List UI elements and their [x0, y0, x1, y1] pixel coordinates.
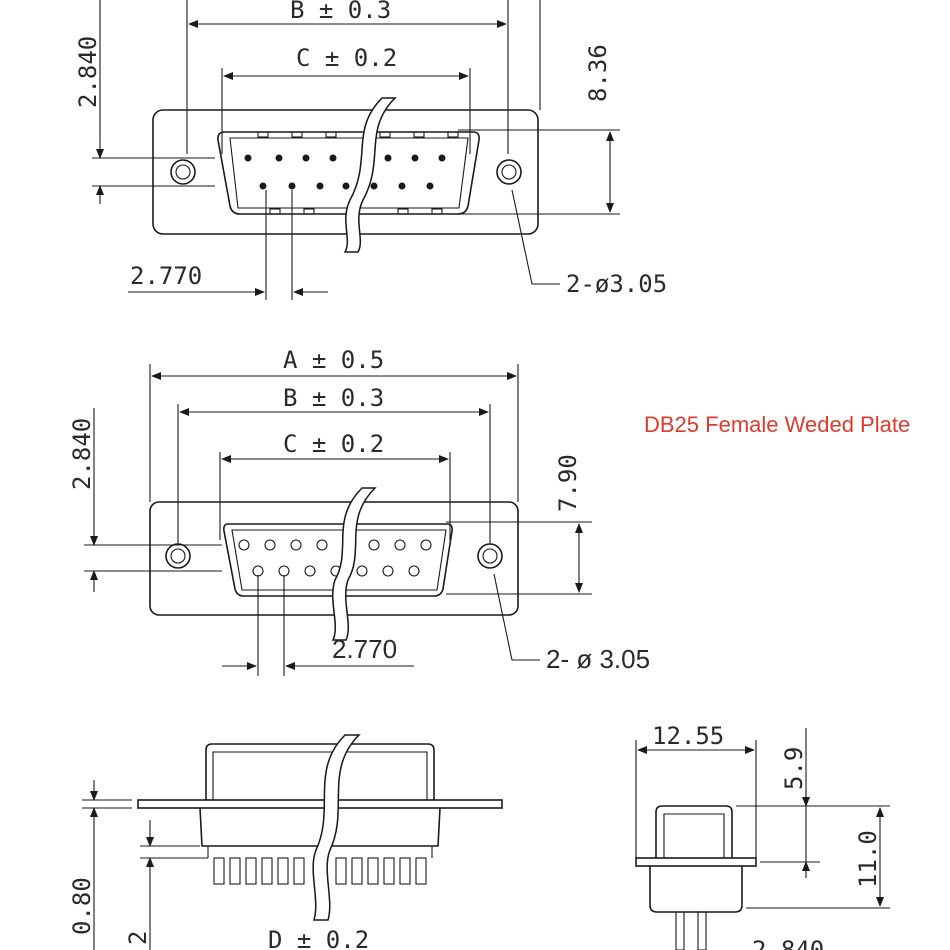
- view3-dimensions: 0.80 2 D ± 0.2: [68, 780, 369, 950]
- view2-hole-dim: 2- ø 3.05: [546, 644, 650, 674]
- view2-dimensions: A ± 0.5 B ± 0.3 C ± 0.2 7.90 2.840 2.770…: [68, 346, 650, 676]
- view4-width-dim: 12.55: [652, 722, 724, 750]
- view1-connector-front: [152, 97, 539, 253]
- view3-top-dim: 0.80: [68, 877, 96, 935]
- view4-connector-profile: [635, 805, 757, 950]
- view2-height-dim: 7.90: [554, 454, 582, 512]
- view1-height-dim: 8.36: [584, 44, 612, 102]
- view2-b-tolerance: B ± 0.3: [283, 384, 384, 412]
- view1-b-tolerance: B ± 0.3: [290, 0, 391, 24]
- view4-bottom-dim: 2.840: [752, 936, 824, 950]
- view3-connector-side: [137, 734, 503, 921]
- view3-d-tolerance: D ± 0.2: [268, 926, 369, 950]
- view3-bottom-dim: 2: [124, 931, 152, 945]
- view2-sockets: [238, 539, 432, 577]
- view1-left-dim: 2.840: [74, 36, 102, 108]
- view4-top-dim: 5.9: [780, 747, 808, 790]
- view4-height-dim: 11.0: [854, 830, 882, 888]
- view1-c-tolerance: C ± 0.2: [296, 44, 397, 72]
- view1-pitch-dim: 2.770: [130, 262, 202, 290]
- view1-pins: [244, 131, 459, 215]
- view2-connector-front: [149, 487, 519, 641]
- view2-a-tolerance: A ± 0.5: [283, 346, 384, 374]
- diagram-title: DB25 Female Weded Plate: [644, 412, 911, 437]
- view1-dimensions: B ± 0.3 C ± 0.2 8.36 2.840 2.770 2-ø3.05: [74, 0, 667, 300]
- view4-dimensions: 12.55 5.9 11.0 2.840: [635, 722, 890, 950]
- view2-pitch-dim: 2.770: [332, 634, 397, 664]
- view3-pins: [213, 857, 427, 885]
- view2-left-dim: 2.840: [68, 418, 96, 490]
- view1-hole-dim: 2-ø3.05: [566, 270, 667, 298]
- view2-c-tolerance: C ± 0.2: [283, 430, 384, 458]
